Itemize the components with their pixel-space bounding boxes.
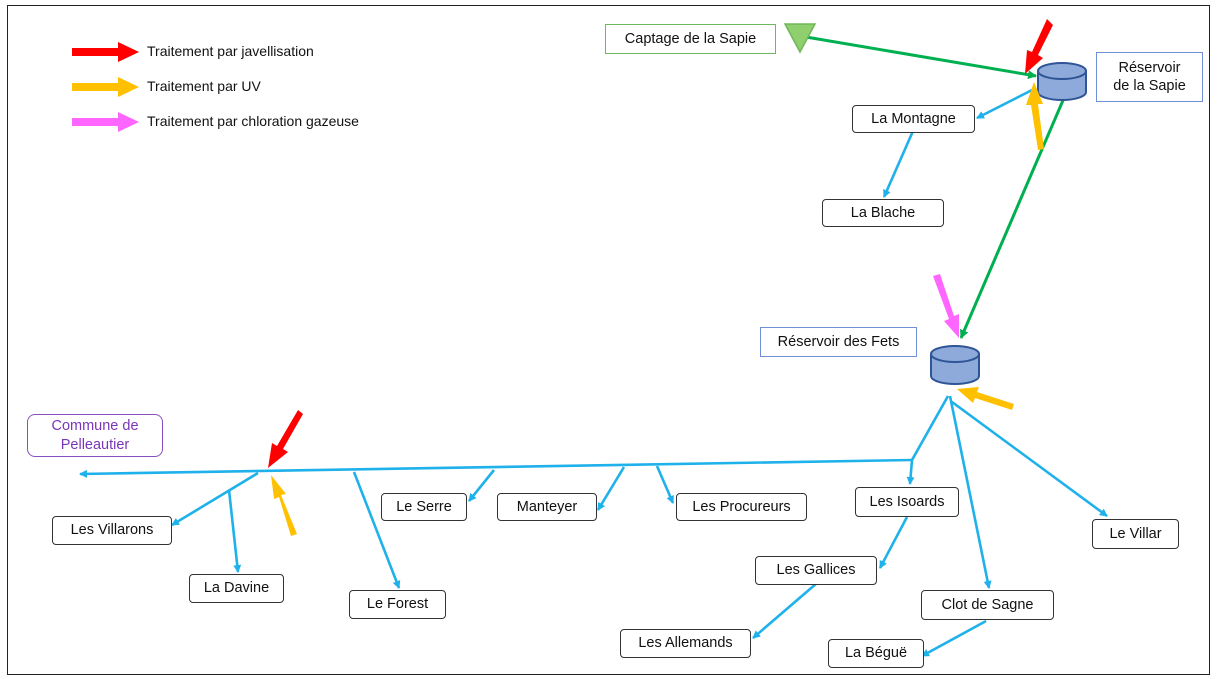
pipe-to-villarons: [171, 471, 259, 527]
pipe-main-west: [79, 458, 913, 478]
diagram-frame: [7, 5, 1210, 675]
reservoir-fets-node: Réservoir des Fets: [760, 327, 917, 357]
reservoir-sapie-icon: [1037, 62, 1087, 101]
legend-arrows: [72, 42, 139, 132]
node-les-gallices: Les Gallices: [755, 556, 877, 585]
javellisation-arrow-main-icon: [268, 410, 303, 468]
node-le-villar: Le Villar: [1092, 519, 1179, 549]
legend-uv-label: Traitement par UV: [147, 78, 261, 94]
distribution-pipes: [79, 86, 1108, 658]
captage-sapie-node: Captage de la Sapie: [605, 24, 776, 54]
node-la-davine: La Davine: [189, 574, 284, 603]
pipe-to-davine: [227, 489, 242, 573]
node-les-procureurs: Les Procureurs: [676, 493, 807, 521]
pipe-fets-main: [910, 395, 950, 461]
pipe-to-villar: [951, 400, 1108, 518]
legend-uv-arrow-icon: [72, 77, 139, 97]
commune-line2: Pelleautier: [60, 436, 130, 453]
reservoir-fets-icon: [930, 345, 980, 385]
node-les-allemands: Les Allemands: [620, 629, 751, 658]
node-manteyer: Manteyer: [497, 493, 597, 521]
pipe-to-procureurs: [655, 465, 675, 504]
node-les-villarons: Les Villarons: [52, 516, 172, 545]
uv-arrow-sapie-icon: [1026, 82, 1044, 150]
node-le-serre: Le Serre: [381, 493, 467, 521]
node-la-montagne: La Montagne: [852, 105, 975, 133]
reservoir-sapie-line2: de la Sapie: [1113, 78, 1186, 94]
pipe-to-manteyer: [596, 466, 626, 511]
reservoir-sapie-node: Réservoir de la Sapie: [1096, 52, 1203, 102]
node-clot-de-sagne: Clot de Sagne: [921, 590, 1054, 620]
chloration-arrow-fets-icon: [933, 274, 959, 338]
pipe-to-allemands: [752, 582, 818, 639]
node-la-begue: La Béguë: [828, 639, 924, 668]
pipe-to-clot: [948, 395, 992, 589]
legend-javellisation-label: Traitement par javellisation: [147, 43, 314, 59]
node-la-blache: La Blache: [822, 199, 944, 227]
node-le-forest: Le Forest: [349, 590, 446, 619]
captage-triangle-icon: [783, 23, 817, 54]
uv-arrow-fets-icon: [957, 387, 1014, 410]
reservoir-sapie-line1: Réservoir: [1118, 59, 1181, 76]
pipe-to-blache: [882, 130, 915, 198]
pipe-sapie-to-fets: [959, 97, 1066, 339]
pipe-to-serre: [467, 469, 496, 502]
pipe-to-gallices: [878, 516, 909, 569]
node-les-isoards: Les Isoards: [855, 487, 959, 517]
uv-arrow-main-icon: [271, 475, 297, 536]
javellisation-arrow-sapie-icon: [1025, 19, 1053, 74]
legend-javellisation-arrow-icon: [72, 42, 139, 62]
legend-chloration-arrow-icon: [72, 112, 139, 132]
pipe-to-begue: [921, 619, 987, 658]
pipe-captage-to-sapie: [805, 35, 1037, 80]
pipe-to-forest: [352, 471, 401, 589]
commune-pelleautier-node: Commune de Pelleautier: [27, 414, 163, 457]
treatment-arrows: [268, 19, 1053, 536]
pipe-to-isoards: [906, 459, 915, 485]
main-pipes: [805, 35, 1066, 339]
pipe-to-montagne: [976, 86, 1037, 120]
commune-line1: Commune de: [51, 418, 139, 435]
legend-chloration-label: Traitement par chloration gazeuse: [147, 113, 359, 129]
